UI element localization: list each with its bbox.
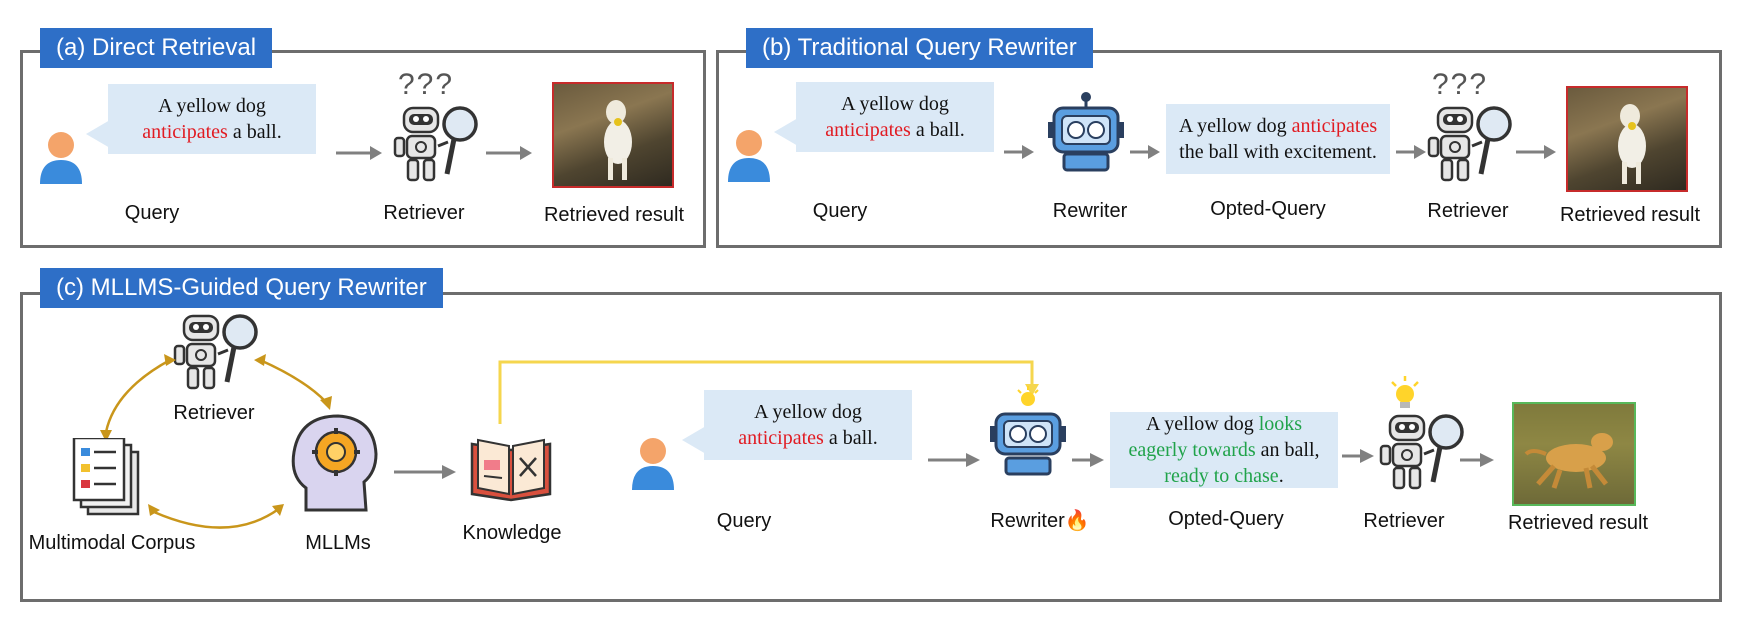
retriever-robot-icon bbox=[1378, 412, 1470, 499]
opted-query-label: Opted-Query bbox=[1210, 198, 1326, 220]
opted-highlight: anticipates bbox=[1291, 115, 1378, 137]
retrieved-result-image bbox=[1512, 402, 1636, 506]
query-bubble: A yellow dog anticipates a ball. bbox=[682, 390, 912, 460]
opted-highlight: looks bbox=[1258, 413, 1303, 435]
retrieved-result-label: Retrieved result bbox=[1507, 512, 1649, 534]
arrow-right-icon bbox=[1396, 145, 1426, 159]
multimodal-corpus-label: Multimodal Corpus bbox=[28, 532, 196, 554]
opted-highlight: ready to chase bbox=[1164, 465, 1279, 487]
retriever-label: Retriever bbox=[383, 202, 465, 224]
rewriter-label: Rewriter🔥 bbox=[990, 508, 1089, 533]
opted-text: A yellow dog bbox=[1178, 115, 1292, 137]
retriever-top-label: Retriever bbox=[173, 402, 255, 424]
query-bubble: A yellow dog anticipates a ball. bbox=[774, 82, 994, 152]
bubble-highlight: anticipates bbox=[142, 121, 228, 143]
bubble-highlight: anticipates bbox=[738, 427, 824, 449]
lightbulb-icon bbox=[1388, 376, 1422, 417]
query-label: Query bbox=[716, 510, 772, 532]
panel-mllm-guided-rewriter bbox=[20, 292, 1722, 602]
opted-query-label: Opted-Query bbox=[1168, 508, 1284, 530]
arrow-right-icon bbox=[394, 465, 456, 479]
bubble-text: a ball. bbox=[227, 121, 282, 143]
fire-icon: 🔥 bbox=[1064, 510, 1090, 532]
bubble-text: A yellow dog bbox=[158, 95, 266, 117]
opted-text: A yellow dog bbox=[1145, 413, 1259, 435]
opted-highlight: eagerly towards bbox=[1128, 439, 1256, 461]
document-stack-icon bbox=[72, 436, 144, 523]
rewriter-robot-icon bbox=[990, 410, 1066, 485]
bubble-highlight: anticipates bbox=[825, 119, 911, 141]
mllm-brain-head-icon bbox=[286, 410, 382, 519]
user-icon bbox=[630, 436, 676, 495]
panel-a-title: (a) Direct Retrieval bbox=[40, 28, 273, 68]
retrieved-result-label: Retrieved result bbox=[1559, 204, 1701, 226]
arrow-right-icon bbox=[1072, 453, 1104, 467]
knowledge-label: Knowledge bbox=[462, 522, 562, 544]
retriever-robot-icon bbox=[1426, 104, 1518, 191]
retriever-robot-icon bbox=[392, 104, 484, 191]
user-icon bbox=[726, 128, 772, 187]
bubble-text: a ball. bbox=[823, 427, 878, 449]
opted-query-box: A yellow dog looks eagerly towards an ba… bbox=[1110, 412, 1338, 488]
arrow-right-icon bbox=[928, 453, 980, 467]
opted-query-box: A yellow dog anticipates the ball with e… bbox=[1166, 104, 1390, 174]
knowledge-book-icon bbox=[470, 436, 552, 507]
query-label: Query bbox=[124, 202, 180, 224]
question-marks: ??? bbox=[398, 68, 455, 101]
cycle-arrows bbox=[100, 354, 332, 529]
arrow-right-icon bbox=[336, 146, 382, 160]
bubble-text: a ball. bbox=[910, 119, 965, 141]
lightbulb-icon bbox=[1014, 386, 1042, 419]
retriever-robot-icon bbox=[172, 312, 264, 399]
rewriter-robot-icon bbox=[1048, 90, 1124, 183]
query-label: Query bbox=[812, 200, 868, 222]
question-marks: ??? bbox=[1432, 68, 1489, 101]
mllms-label: MLLMs bbox=[305, 532, 371, 554]
arrow-right-icon bbox=[1342, 449, 1374, 463]
retrieved-result-label: Retrieved result bbox=[543, 204, 685, 226]
opted-text: . bbox=[1278, 465, 1284, 487]
arrow-right-icon bbox=[1460, 453, 1494, 467]
opted-text: an ball, bbox=[1255, 439, 1320, 461]
arrow-right-icon bbox=[486, 146, 532, 160]
query-bubble: A yellow dog anticipates a ball. bbox=[86, 84, 316, 154]
opted-text: the ball with excitement. bbox=[1179, 141, 1377, 163]
retriever-label: Retriever bbox=[1363, 510, 1445, 532]
arrow-right-icon bbox=[1130, 145, 1160, 159]
arrow-right-icon bbox=[1516, 145, 1556, 159]
user-icon bbox=[38, 130, 84, 189]
bubble-text: A yellow dog bbox=[754, 401, 862, 423]
bubble-text: A yellow dog bbox=[841, 93, 949, 115]
retrieved-result-image bbox=[552, 82, 674, 188]
panel-c-title: (c) MLLMS-Guided Query Rewriter bbox=[40, 268, 443, 308]
retrieved-result-image bbox=[1566, 86, 1688, 192]
panel-traditional-rewriter bbox=[716, 50, 1722, 248]
rewriter-label-text: Rewriter bbox=[990, 510, 1065, 532]
arrow-right-icon bbox=[1004, 145, 1034, 159]
panel-direct-retrieval bbox=[20, 50, 706, 248]
panel-b-title: (b) Traditional Query Rewriter bbox=[746, 28, 1093, 68]
retriever-label: Retriever bbox=[1427, 200, 1509, 222]
rewriter-label: Rewriter bbox=[1052, 200, 1128, 222]
